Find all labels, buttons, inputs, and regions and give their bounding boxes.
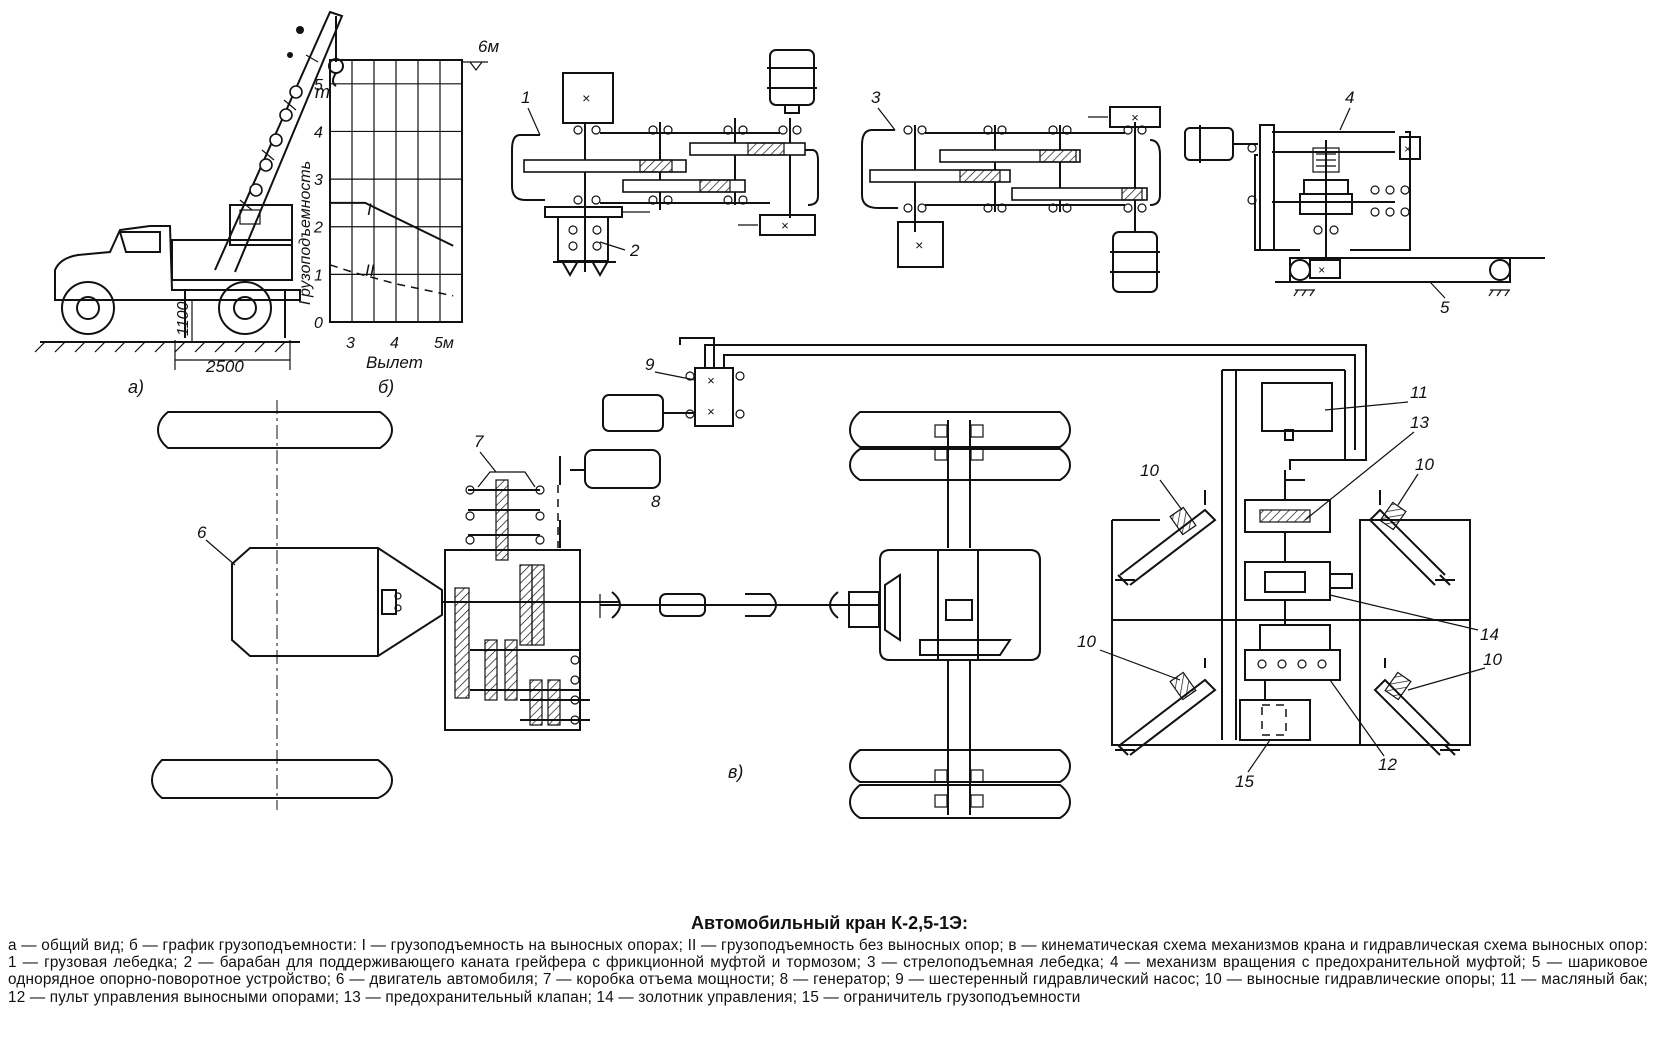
- chart-grid: [329, 59, 463, 323]
- slewing-mechanism-diagram: × × 4 5: [1184, 88, 1545, 317]
- x-tick-label: 4: [390, 335, 399, 352]
- label-a: а): [128, 377, 144, 397]
- load-chart: 0 1 2 3 4 5 3 4 5м 6м т Грузоподъемность Вылет I…: [297, 37, 499, 397]
- cross-mark: ×: [707, 404, 715, 419]
- y-tick-label: 1: [314, 267, 323, 284]
- label-8: 8: [651, 492, 661, 511]
- label-3: 3: [871, 88, 881, 107]
- label-13: 13: [1410, 413, 1429, 432]
- cross-mark: ×: [707, 373, 715, 388]
- outrigger-bottom-left: [1115, 658, 1217, 756]
- cross-mark: ×: [1318, 263, 1325, 277]
- cross-mark: ×: [582, 90, 590, 106]
- label-1: 1: [521, 88, 530, 107]
- y-tick-label: 5: [314, 77, 323, 94]
- label-5: 5: [1440, 298, 1450, 317]
- label-9: 9: [645, 355, 655, 374]
- caption-title: Автомобильный кран К-2,5-1Э:: [691, 913, 968, 933]
- label-10-top-left: 10: [1140, 461, 1159, 480]
- cross-mark: ×: [1404, 142, 1411, 156]
- label-4: 4: [1345, 88, 1354, 107]
- boom-winch-diagram: × × 3: [861, 88, 1161, 293]
- label-10-bottom-right: 10: [1483, 650, 1502, 669]
- x-tick-label: 5м: [434, 335, 454, 352]
- unit-t: т: [315, 82, 330, 102]
- label-v: в): [728, 762, 743, 782]
- y-tick-label: 2: [313, 220, 323, 237]
- cross-mark: ×: [781, 218, 789, 233]
- y-tick-label: 3: [314, 172, 323, 189]
- y-tick-label: 4: [314, 124, 323, 141]
- series-I-line: [330, 201, 454, 247]
- label-11: 11: [1410, 383, 1428, 402]
- label-6: 6: [197, 523, 207, 542]
- chart-y-axis-label: Грузоподъемность: [297, 161, 314, 305]
- curve-I-label: I: [367, 200, 372, 219]
- dim-1100: 1100: [175, 301, 192, 336]
- label-10-top-right: 10: [1415, 455, 1434, 474]
- dim-2500: 2500: [205, 357, 244, 376]
- chart-x-axis-label: Вылет: [366, 353, 423, 372]
- hoist-winch-diagram: × ×: [511, 49, 819, 278]
- x-tick-label: 3: [346, 335, 355, 352]
- label-7: 7: [474, 432, 484, 451]
- crane-general-view: 2500 1100 а): [34, 10, 344, 397]
- series-II-line: [329, 264, 454, 297]
- chart-ticks: 0 1 2 3 4 5 3 4 5м: [313, 77, 454, 352]
- cross-mark: ×: [915, 237, 923, 253]
- label-b: б): [378, 377, 394, 397]
- label-10-bottom-left: 10: [1077, 632, 1096, 651]
- hydraulic-scheme: × × 9 11 13 14 12: [602, 337, 1502, 791]
- caption-text: а — общий вид; б — график грузоподъемнос…: [8, 937, 1648, 1006]
- label-2: 2: [629, 241, 640, 260]
- outrigger-top-left: [1115, 490, 1217, 586]
- cross-mark: ×: [1131, 110, 1139, 125]
- kinematic-scheme: 7 8: [150, 400, 1072, 819]
- label-15: 15: [1235, 772, 1254, 791]
- label-12: 12: [1378, 755, 1397, 774]
- label-14: 14: [1480, 625, 1499, 644]
- curve-II-label: II: [365, 261, 375, 280]
- chart-series: [329, 201, 454, 297]
- height-6m: 6м: [478, 37, 499, 56]
- outrigger-top-right: [1368, 490, 1455, 586]
- y-tick-label: 0: [314, 315, 323, 332]
- outrigger-bottom-right: [1373, 658, 1460, 756]
